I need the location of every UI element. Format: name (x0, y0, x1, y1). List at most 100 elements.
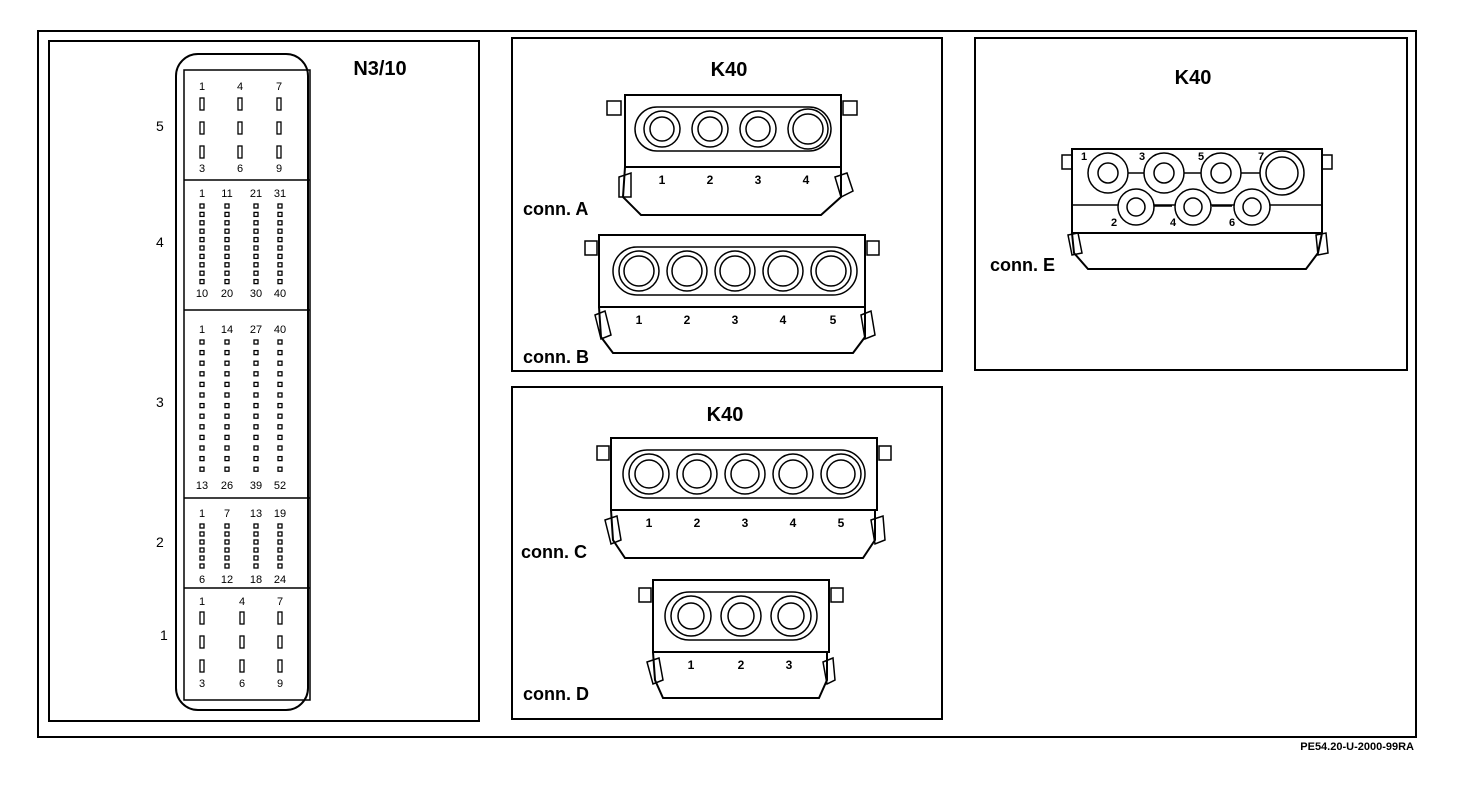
pin-cavity (253, 339, 259, 345)
pin-cavity (277, 339, 283, 345)
pin-label: 6 (198, 574, 206, 586)
pin-cavity (253, 220, 259, 226)
k40-title-ab: K40 (710, 59, 748, 81)
conn-b-pin-label: 1 (635, 313, 643, 327)
pin-cavity (253, 563, 259, 569)
pin-cavity (199, 121, 205, 135)
pin-cavity (239, 635, 245, 649)
pin-label: 7 (223, 508, 231, 520)
pin-cavity (224, 424, 230, 430)
conn-e-pin-label: 6 (1228, 217, 1236, 229)
pin-cavity (276, 121, 282, 135)
pin-cavity (253, 381, 259, 388)
pin-label: 13 (249, 508, 263, 520)
pin-cavity (253, 466, 259, 472)
connector-d-drawing (638, 579, 844, 699)
pin-cavity (224, 392, 230, 398)
pin-cavity (224, 413, 230, 419)
pin-cavity (253, 203, 259, 209)
pin-cavity (199, 555, 205, 561)
pin-label: 26 (220, 480, 234, 492)
pin-cavity (224, 445, 230, 451)
pin-cavity (277, 434, 283, 441)
conn-c-pin-label: 5 (837, 516, 845, 530)
pin-cavity (277, 659, 283, 673)
pin-label: 20 (220, 288, 234, 300)
pin-label: 40 (273, 288, 287, 300)
pin-cavity (224, 278, 230, 285)
pin-cavity (224, 523, 230, 529)
pin-cavity (253, 539, 259, 545)
pin-label: 27 (249, 324, 263, 336)
pin-cavity (239, 659, 245, 673)
pin-cavity (253, 413, 259, 419)
pin-cavity (199, 349, 205, 356)
section-label-1: 1 (160, 627, 168, 643)
pin-cavity (277, 531, 283, 537)
pin-cavity (253, 523, 259, 529)
pin-cavity (199, 236, 205, 243)
conn-e-pin-label: 7 (1257, 151, 1265, 163)
conn-b-pin-label: 5 (829, 313, 837, 327)
conn-a-label: conn. A (523, 199, 589, 219)
pin-cavity (224, 253, 230, 260)
connector-a-drawing (606, 94, 858, 216)
pin-cavity (277, 392, 283, 398)
n3-10-panel: N3/10 5 1 4 7 3 6 9 4 1 11 21 31 10 20 3… (48, 40, 480, 722)
k40-panel-ab: K40 1 2 3 4 conn. A 1 2 3 4 5 conn. B (511, 37, 943, 372)
conn-b-pin-label: 3 (731, 313, 739, 327)
pin-cavity (277, 455, 283, 462)
pin-cavity (277, 228, 283, 234)
conn-c-pin-label: 3 (741, 516, 749, 530)
pin-label: 1 (198, 324, 206, 336)
conn-d-pin-label: 3 (785, 658, 793, 672)
pin-cavity (253, 211, 259, 218)
section-label-3: 3 (156, 394, 164, 410)
pin-cavity (239, 611, 245, 625)
pin-label: 6 (236, 163, 244, 175)
k40-title-e: K40 (1174, 67, 1212, 89)
pin-cavity (224, 402, 230, 409)
pin-cavity (277, 413, 283, 419)
pin-label: 31 (273, 188, 287, 200)
pin-cavity (277, 236, 283, 243)
pin-cavity (199, 253, 205, 260)
pin-cavity (277, 262, 283, 268)
pin-cavity (237, 97, 243, 111)
pin-cavity (277, 278, 283, 285)
pin-cavity (199, 371, 205, 377)
connector-c-drawing (596, 437, 892, 559)
pin-cavity (199, 563, 205, 569)
pin-label: 1 (198, 508, 206, 520)
pin-label: 9 (276, 678, 284, 690)
pin-cavity (199, 402, 205, 409)
pin-cavity (199, 434, 205, 441)
pin-cavity (199, 466, 205, 472)
pin-cavity (224, 563, 230, 569)
pin-cavity (253, 555, 259, 561)
pin-cavity (253, 262, 259, 268)
pin-label: 24 (273, 574, 287, 586)
connector-b-drawing (584, 234, 880, 354)
pin-cavity (199, 445, 205, 451)
pin-cavity (199, 262, 205, 268)
pin-cavity (276, 145, 282, 159)
pin-cavity (224, 381, 230, 388)
pin-cavity (277, 563, 283, 569)
diagram-frame (37, 30, 1417, 738)
pin-cavity (253, 371, 259, 377)
conn-a-pin-label: 4 (802, 173, 810, 187)
pin-cavity (253, 424, 259, 430)
pin-label: 18 (249, 574, 263, 586)
pin-cavity (224, 262, 230, 268)
pin-cavity (277, 349, 283, 356)
pin-label: 21 (249, 188, 263, 200)
pin-cavity (277, 381, 283, 388)
pin-label: 12 (220, 574, 234, 586)
pin-cavity (199, 523, 205, 529)
pin-cavity (199, 539, 205, 545)
pin-cavity (224, 371, 230, 377)
pin-cavity (199, 611, 205, 625)
pin-cavity (199, 203, 205, 209)
conn-e-pin-label: 4 (1169, 217, 1177, 229)
